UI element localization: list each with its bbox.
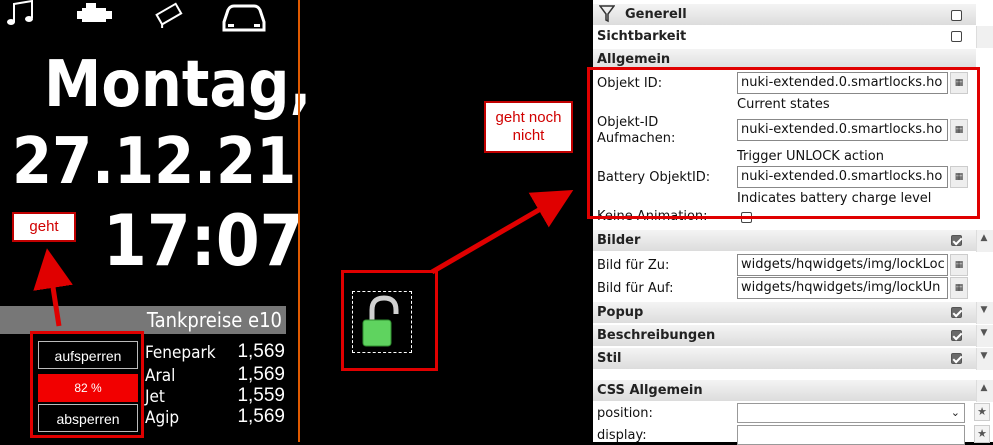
weekday-text: Montag,: [44, 48, 312, 122]
aufmachen-hint: Trigger UNLOCK action: [737, 149, 884, 164]
scroll-area: [976, 380, 993, 402]
tank-header: Tankpreise e10: [0, 306, 286, 334]
section-allgemein[interactable]: Allgemein: [593, 49, 976, 70]
battery-hint: Indicates battery charge level: [737, 191, 932, 206]
price-value: 1,569: [237, 406, 285, 427]
price-name: Fenepark: [145, 343, 216, 363]
scroll-area: [976, 325, 993, 347]
unlock-button[interactable]: aufsperren: [38, 341, 138, 369]
chevron-down-icon[interactable]: ▼: [980, 328, 988, 338]
spacer: [593, 371, 993, 379]
camera-icon[interactable]: [150, 0, 190, 28]
annotation-box-works: [30, 331, 144, 438]
music-icon[interactable]: [4, 0, 38, 26]
price-value: 1,569: [237, 364, 285, 385]
objekt-id-hint: Current states: [737, 97, 830, 112]
bild-zu-picker-button[interactable]: ▦: [950, 254, 968, 276]
lock-widget[interactable]: [352, 291, 412, 353]
bild-auf-label: Bild für Auf:: [597, 281, 674, 296]
scroll-area: [976, 302, 993, 324]
dashboard-panel: Montag, 27.12.21 17:07 Tankpreise e10 au…: [0, 0, 311, 442]
beschreibungen-checkbox[interactable]: [951, 330, 962, 341]
date-text: 27.12.21: [12, 125, 297, 199]
price-name: Agip: [145, 408, 180, 428]
sichtbarkeit-checkbox[interactable]: [951, 31, 962, 42]
star-icon[interactable]: ★: [974, 425, 990, 443]
time-text: 17:07: [103, 200, 304, 282]
star-icon[interactable]: ★: [974, 403, 990, 421]
annotation-not-yet: geht noch nicht: [484, 101, 573, 153]
scroll-area: [976, 26, 993, 48]
section-stil[interactable]: Stil: [593, 348, 976, 369]
lock-button[interactable]: absperren: [38, 404, 138, 432]
display-select[interactable]: [737, 425, 965, 445]
bilder-checkbox[interactable]: [951, 235, 962, 246]
aufmachen-label-line1: Objekt-ID: [597, 115, 659, 130]
price-value: 1,569: [237, 341, 285, 362]
position-select[interactable]: ⌄: [737, 403, 965, 423]
battery-objektid-input[interactable]: nuki-extended.0.smartlocks.ho: [737, 166, 948, 188]
arrow-not-yet: [430, 189, 574, 275]
battery-picker-button[interactable]: ▦: [950, 166, 968, 188]
annotation-not-yet-line2: nicht: [512, 127, 545, 144]
price-name: Jet: [145, 387, 165, 407]
aufmachen-label-line2: Aufmachen:: [597, 131, 676, 146]
objekt-id-picker-button[interactable]: ▦: [950, 72, 968, 94]
bild-zu-input[interactable]: widgets/hqwidgets/img/lockLoc: [737, 254, 948, 276]
bild-auf-input[interactable]: widgets/hqwidgets/img/lockUn: [737, 277, 948, 299]
position-label: position:: [597, 406, 653, 421]
divider: [298, 0, 300, 442]
chevron-down-icon[interactable]: ▼: [980, 305, 988, 315]
arrow-works: [33, 248, 73, 327]
annotation-box-objects: [587, 67, 980, 219]
section-generell[interactable]: Generell: [593, 4, 976, 25]
engine-icon[interactable]: [76, 0, 116, 26]
properties-panel: Generell Sichtbarkeit Allgemein Objekt I…: [593, 0, 993, 445]
popup-checkbox[interactable]: [951, 307, 962, 318]
section-beschreibungen[interactable]: Beschreibungen: [593, 325, 976, 346]
battery-objektid-label: Battery ObjektID:: [597, 170, 711, 185]
aufmachen-picker-button[interactable]: ▦: [950, 119, 968, 141]
filter-icon[interactable]: [599, 5, 615, 23]
scroll-area: [976, 348, 993, 370]
objekt-id-input[interactable]: nuki-extended.0.smartlocks.ho: [737, 72, 948, 94]
chevron-up-icon[interactable]: ▲: [980, 233, 988, 243]
aufmachen-label: Objekt-ID Aufmachen:: [597, 115, 675, 147]
open-lock-icon: [362, 295, 399, 347]
bild-auf-picker-button[interactable]: ▦: [950, 277, 968, 299]
display-label: display:: [597, 428, 647, 443]
annotation-works: geht: [12, 212, 76, 242]
objekt-id-label: Objekt ID:: [597, 76, 663, 91]
section-bilder[interactable]: Bilder: [593, 230, 976, 251]
annotation-box-lock: [341, 270, 438, 371]
stil-checkbox[interactable]: [951, 353, 962, 364]
chevron-down-icon: ⌄: [950, 406, 960, 419]
price-name: Aral: [145, 366, 176, 386]
chevron-up-icon[interactable]: ▲: [980, 383, 988, 393]
scroll-area: [976, 230, 993, 252]
chevron-down-icon[interactable]: ▼: [980, 351, 988, 361]
generell-checkbox[interactable]: [951, 10, 962, 21]
price-value: 1,559: [237, 385, 285, 406]
section-popup[interactable]: Popup: [593, 302, 976, 323]
annotation-not-yet-line1: geht noch: [495, 109, 562, 126]
bild-zu-label: Bild für Zu:: [597, 258, 670, 273]
section-css-allgemein[interactable]: CSS Allgemein: [593, 380, 976, 401]
aufmachen-input[interactable]: nuki-extended.0.smartlocks.ho: [737, 119, 948, 141]
section-sichtbarkeit[interactable]: Sichtbarkeit: [593, 26, 976, 47]
car-icon[interactable]: [218, 0, 270, 34]
battery-indicator: 82 %: [38, 374, 138, 402]
